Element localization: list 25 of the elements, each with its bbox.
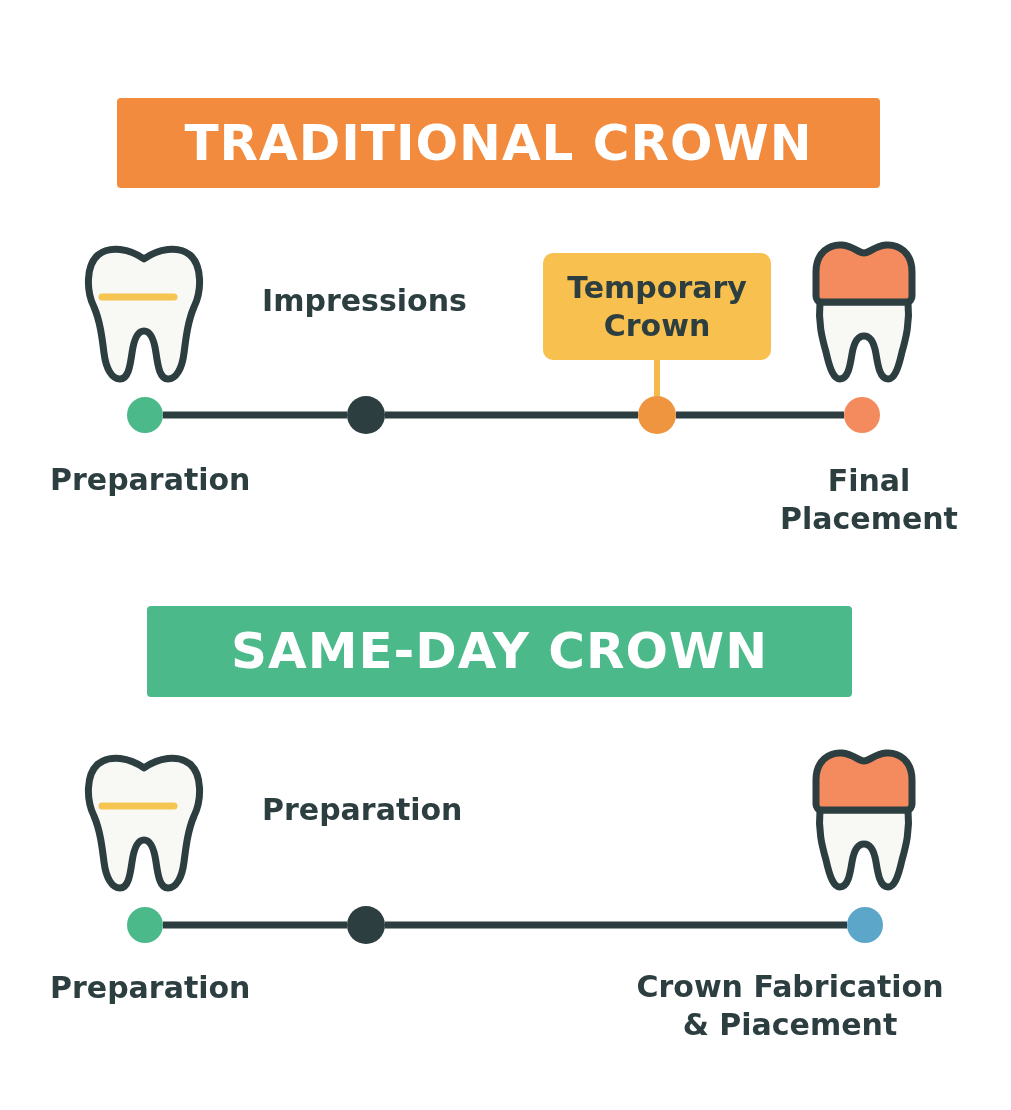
step-label: Preparation — [50, 461, 251, 499]
timeline-dot — [347, 396, 385, 434]
section-banner — [147, 606, 852, 697]
timeline-dot — [127, 907, 163, 943]
step-label: Impressions — [262, 282, 467, 320]
timeline-dot — [127, 397, 163, 433]
timeline-line — [163, 921, 347, 929]
timeline-line — [385, 411, 638, 419]
section-banner — [117, 98, 880, 188]
leader-line — [654, 360, 660, 396]
step-label: Preparation — [50, 969, 251, 1007]
callout-box — [543, 253, 771, 360]
step-label: Final Placement — [779, 462, 959, 538]
callout-text: Temporary Crown — [566, 268, 748, 345]
section-heading: SAME-DAY CROWN — [230, 621, 769, 682]
timeline-line — [385, 921, 847, 929]
timeline-dot — [844, 397, 880, 433]
section-heading: TRADITIONAL CROWN — [184, 112, 813, 174]
timeline-dot — [347, 906, 385, 944]
timeline-dot — [847, 907, 883, 943]
step-label: Crown Fabrication & Piacement — [635, 968, 945, 1044]
timeline-line — [676, 411, 844, 419]
step-label: Preparation — [262, 791, 463, 829]
timeline-line — [163, 411, 347, 419]
timeline-dot — [638, 396, 676, 434]
